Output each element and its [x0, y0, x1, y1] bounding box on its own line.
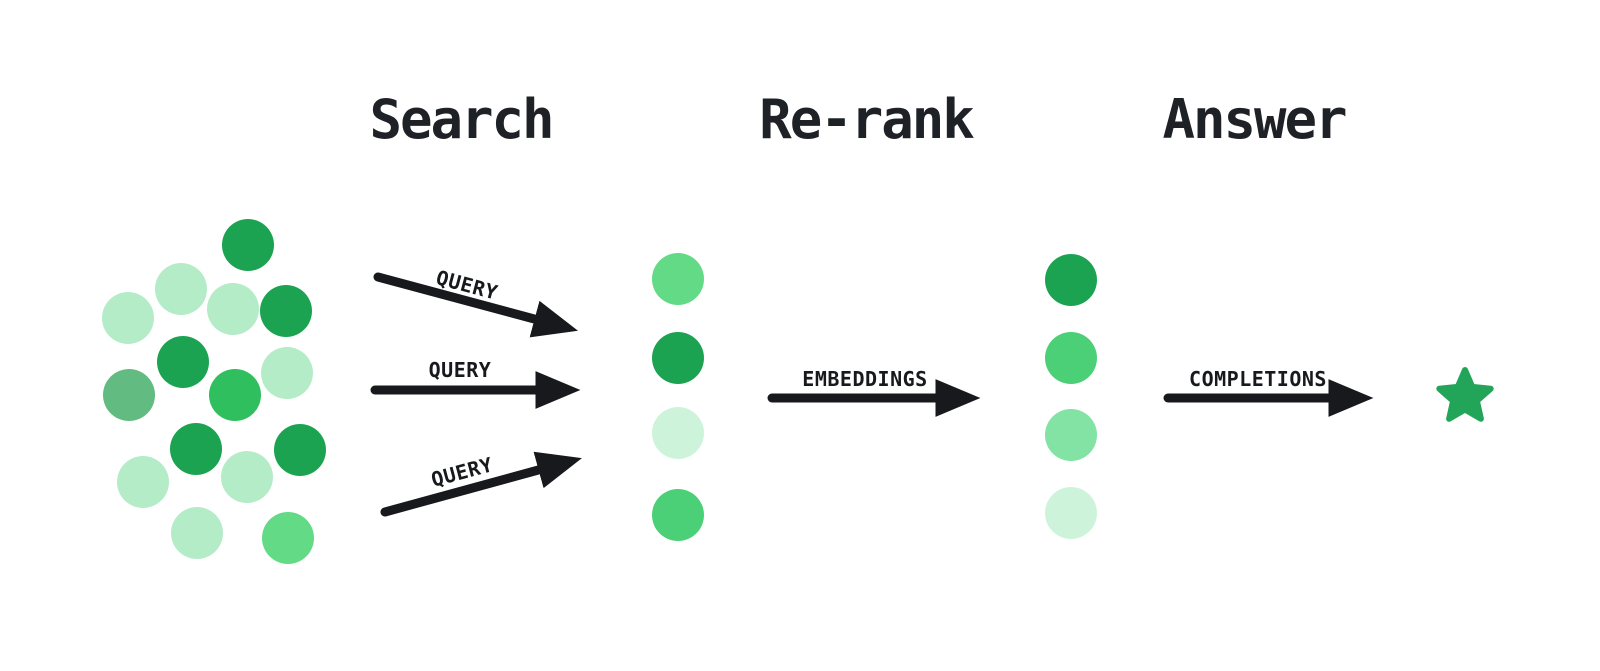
document-dot	[262, 512, 314, 564]
document-dot	[274, 424, 326, 476]
document-dot	[260, 285, 312, 337]
document-dot	[222, 219, 274, 271]
embeddings-arrow-label: EMBEDDINGS	[802, 367, 928, 391]
query-arrow-3	[380, 451, 582, 517]
document-dot	[261, 347, 313, 399]
stage-title-rerank: Re-rank	[759, 88, 975, 151]
document-dot	[157, 336, 209, 388]
completions-arrow-label: COMPLETIONS	[1189, 367, 1327, 391]
document-dot	[207, 283, 259, 335]
document-dot	[102, 292, 154, 344]
reranked-result-dot	[1045, 487, 1097, 539]
answer-star	[1435, 366, 1495, 430]
document-dot	[117, 456, 169, 508]
stage-title-answer: Answer	[1162, 88, 1347, 151]
reranked-result-dot	[1045, 332, 1097, 384]
document-dot	[155, 263, 207, 315]
answer-star-icon	[1436, 367, 1494, 422]
document-dot	[221, 451, 273, 503]
search-result-dot	[652, 253, 704, 305]
document-dot	[170, 423, 222, 475]
query-arrow-1	[373, 272, 578, 338]
reranked-result-dot	[1045, 254, 1097, 306]
query-arrow-2-label: QUERY	[428, 358, 492, 382]
document-dot	[103, 369, 155, 421]
search-result-dot	[652, 489, 704, 541]
stage-title-search: Search	[369, 88, 554, 151]
document-dot	[209, 369, 261, 421]
search-result-dot	[652, 407, 704, 459]
search-result-dot	[652, 332, 704, 384]
reranked-result-dot	[1045, 409, 1097, 461]
document-dot	[171, 507, 223, 559]
